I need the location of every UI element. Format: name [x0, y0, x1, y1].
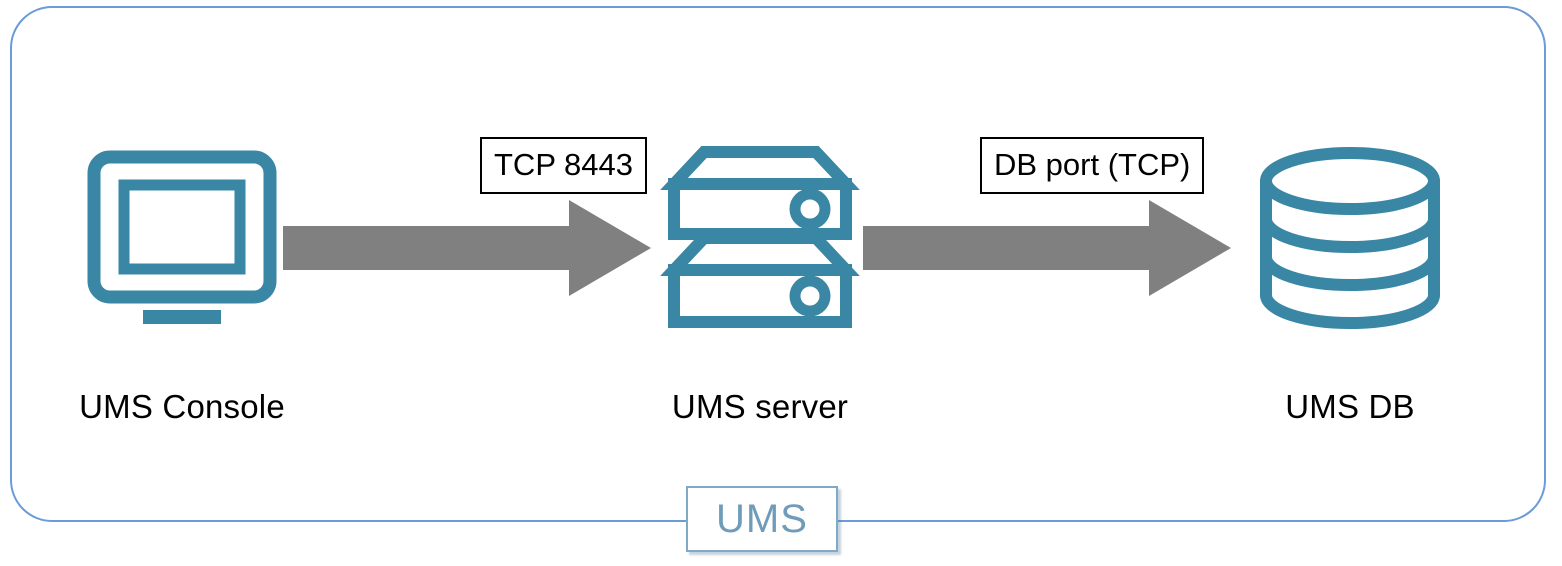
ums-boundary-badge-label: UMS: [716, 497, 808, 541]
port-label-db-port-tcp: DB port (TCP): [980, 137, 1205, 194]
node-ums-server[interactable]: UMS server: [610, 140, 910, 426]
node-label-ums-server: UMS server: [671, 388, 849, 425]
port-label-tcp-8443: TCP 8443: [480, 137, 648, 194]
arrow-console-to-server: [283, 200, 651, 296]
server-stack-icon: [610, 140, 910, 340]
ums-boundary-badge: UMS: [686, 486, 838, 552]
node-label-ums-db: UMS DB: [1285, 388, 1415, 425]
node-ums-db[interactable]: UMS DB: [1200, 140, 1500, 426]
arrow-server-to-db: [863, 200, 1231, 296]
monitor-icon: [32, 140, 332, 340]
node-ums-console[interactable]: UMS Console: [32, 140, 332, 426]
node-label-ums-console: UMS Console: [79, 388, 285, 425]
database-cylinder-icon: [1200, 140, 1500, 340]
